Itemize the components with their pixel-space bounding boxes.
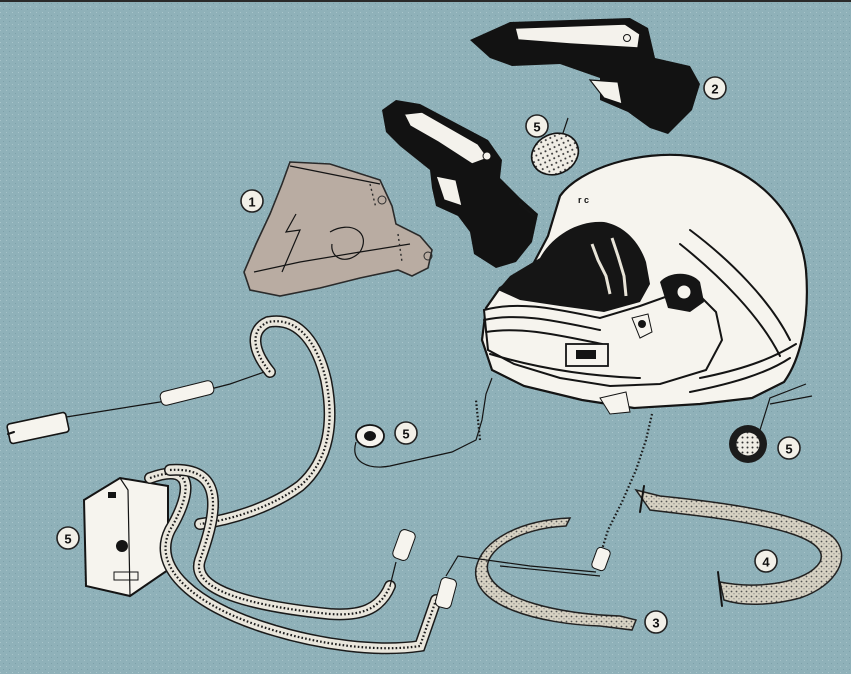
callout-control-box: 5 <box>57 527 79 549</box>
callout-pad-right: 4 <box>755 550 777 572</box>
svg-text:5: 5 <box>402 427 409 442</box>
callout-pad-left: 3 <box>645 611 667 633</box>
svg-text:3: 3 <box>652 616 659 631</box>
svg-text:5: 5 <box>64 532 71 547</box>
control-box <box>84 478 168 596</box>
svg-text:4: 4 <box>762 555 770 570</box>
svg-text:1: 1 <box>248 195 255 210</box>
callout-speaker-top: 5 <box>526 115 548 137</box>
callout-visor: 1 <box>241 190 263 212</box>
svg-text:5: 5 <box>533 120 540 135</box>
callout-speaker-right: 5 <box>778 437 800 459</box>
svg-text:5: 5 <box>785 442 792 457</box>
svg-text:r c: r c <box>578 195 589 205</box>
callout-microphone: 5 <box>395 422 417 444</box>
svg-text:2: 2 <box>711 82 718 97</box>
callout-peaks: 2 <box>704 77 726 99</box>
